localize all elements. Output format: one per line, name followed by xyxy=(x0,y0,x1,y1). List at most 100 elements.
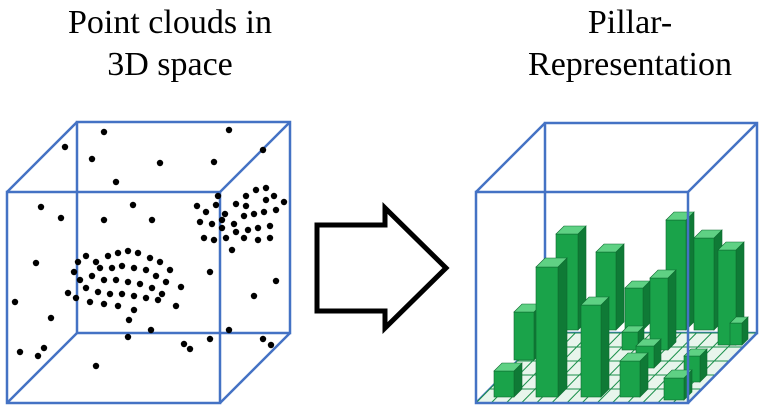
cube-edge xyxy=(6,332,78,404)
point-dot xyxy=(230,220,238,228)
pillar-top xyxy=(693,229,723,239)
pillar-top xyxy=(663,369,693,379)
point-dot xyxy=(129,201,137,209)
point-dot xyxy=(72,294,80,302)
pillar-front xyxy=(535,266,559,398)
point-dot xyxy=(244,226,252,234)
point-dot xyxy=(118,290,126,298)
point-dot xyxy=(82,252,90,260)
point-dot xyxy=(240,234,248,242)
point-dot xyxy=(214,192,222,200)
point-dot xyxy=(225,126,233,134)
point-dot xyxy=(208,220,216,228)
point-dot xyxy=(252,186,260,194)
point-dot xyxy=(254,224,262,232)
point-dot xyxy=(148,284,156,292)
point-dot xyxy=(266,222,274,230)
point-dot xyxy=(82,284,90,292)
point-dot xyxy=(92,362,100,370)
point-dot xyxy=(270,192,278,200)
point-dot xyxy=(210,158,218,166)
point-dot xyxy=(222,234,230,242)
point-dot xyxy=(32,259,40,267)
pillar-title-line1: Pillar- xyxy=(587,4,673,41)
point-dot xyxy=(250,210,258,218)
point-dot xyxy=(92,258,100,266)
point-dot xyxy=(124,247,132,255)
pillar-front xyxy=(663,377,685,401)
point-dot xyxy=(172,302,180,310)
point-dot xyxy=(202,208,210,216)
pillar xyxy=(624,280,651,331)
point-dot xyxy=(136,280,144,288)
point-dot xyxy=(130,306,138,314)
pillar-side xyxy=(600,296,610,398)
point-dot xyxy=(94,288,102,296)
pillar-top xyxy=(649,269,677,279)
point-dot xyxy=(254,236,262,244)
point-dot xyxy=(206,268,214,276)
point-dot xyxy=(114,302,122,310)
point-dot xyxy=(186,345,194,353)
point-dot xyxy=(218,216,226,224)
point-dot xyxy=(106,290,114,298)
point-dot xyxy=(124,278,132,286)
pillar xyxy=(493,362,523,398)
cube-edge xyxy=(219,121,291,193)
point-dot xyxy=(162,278,170,286)
point-dot xyxy=(104,252,112,260)
point-dot xyxy=(40,344,48,352)
point-dot xyxy=(180,340,188,348)
pillar xyxy=(580,296,610,398)
pillar-front xyxy=(729,322,743,346)
point-dot xyxy=(100,128,108,136)
pillar-top xyxy=(729,316,749,324)
point-dot xyxy=(88,272,96,280)
point-dot xyxy=(11,298,19,306)
point-dot xyxy=(218,224,226,232)
point-dot xyxy=(152,272,160,280)
point-dot xyxy=(96,264,104,272)
point-dot xyxy=(100,300,108,308)
point-dot xyxy=(177,283,185,291)
point-dot xyxy=(158,290,166,298)
point-dot xyxy=(57,214,65,222)
point-dot xyxy=(232,200,240,208)
pillar-front xyxy=(624,287,644,331)
pillars xyxy=(493,211,749,401)
point-dot xyxy=(64,289,72,297)
pillar-top xyxy=(493,362,523,372)
pillar-front xyxy=(580,304,602,398)
point-dot xyxy=(154,296,162,304)
point-dot xyxy=(108,264,116,272)
point-dot xyxy=(280,198,288,206)
pillar-top xyxy=(535,257,568,268)
point-dot xyxy=(242,192,250,200)
point-dot xyxy=(267,341,275,349)
point-dot xyxy=(262,184,270,192)
cube-edge xyxy=(687,332,758,404)
point-dot xyxy=(61,143,69,151)
point-dot xyxy=(37,203,45,211)
point-dot xyxy=(124,333,132,341)
point-cloud xyxy=(11,126,288,370)
right-arrow-icon xyxy=(314,202,450,334)
pillar-side xyxy=(642,280,651,331)
point-dot xyxy=(221,210,229,218)
point-dot xyxy=(148,216,156,224)
cube-edge xyxy=(687,122,758,193)
point-dot xyxy=(193,202,201,210)
point-dot xyxy=(134,249,142,257)
point-dot xyxy=(130,292,138,300)
point-dot xyxy=(112,178,120,186)
point-cloud-title-line2: 3D space xyxy=(107,46,233,83)
point-dot xyxy=(232,228,240,236)
pillar-front xyxy=(493,370,515,398)
point-dot xyxy=(156,159,164,167)
pillar-front xyxy=(621,331,639,351)
point-dot xyxy=(142,294,150,302)
pillar-front xyxy=(619,360,641,398)
pillar xyxy=(535,257,568,398)
pillar xyxy=(619,352,649,398)
